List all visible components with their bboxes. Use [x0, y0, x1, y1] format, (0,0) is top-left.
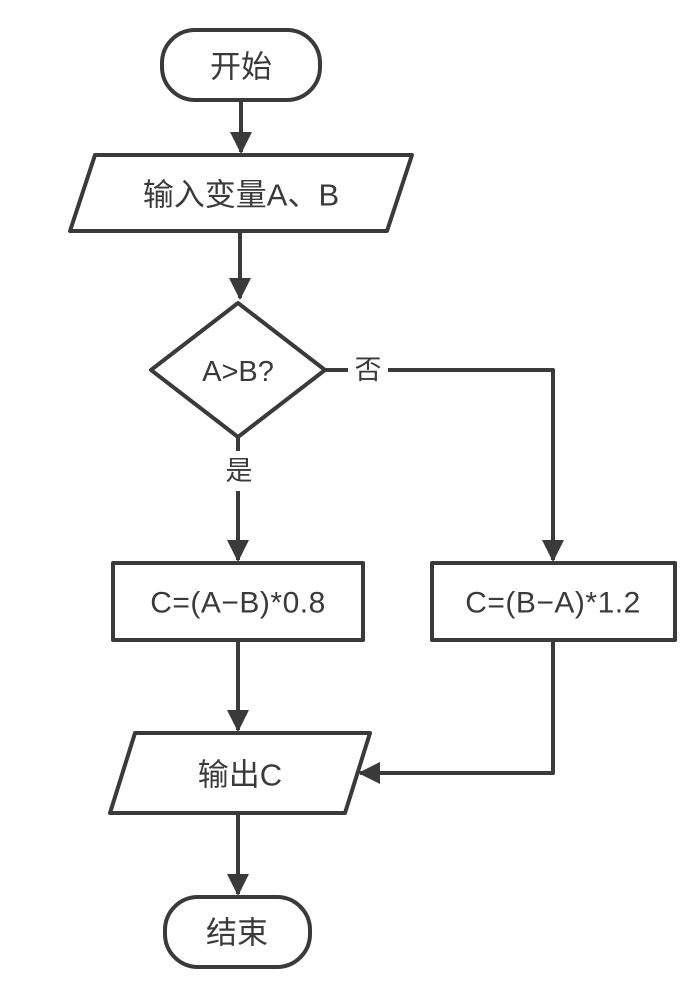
end-node: [163, 895, 312, 969]
edge-label-yes: 是: [226, 456, 253, 486]
start-node: [160, 28, 322, 102]
end-node-label: 结束: [206, 916, 268, 951]
edge-decision-no: [325, 368, 564, 562]
process-no-node: [430, 561, 677, 642]
start-node-label: 开始: [210, 50, 272, 85]
decision-node: [149, 301, 327, 439]
edge-label-bg: [348, 350, 388, 390]
edge-label-bg: [219, 451, 259, 491]
edge-label-no: 否: [355, 355, 382, 385]
process-no-node-label: C=(B−A)*1.2: [465, 587, 641, 620]
output-node-label: 输出C: [198, 758, 282, 793]
input-node: [68, 153, 414, 233]
process-yes-node: [111, 561, 365, 642]
process-yes-node-label: C=(A−B)*0.8: [150, 587, 326, 620]
input-node-label: 输入变量A、B: [143, 178, 339, 213]
output-node: [108, 731, 372, 815]
decision-node-label: A>B?: [202, 356, 274, 388]
edge-no-output: [358, 640, 555, 784]
